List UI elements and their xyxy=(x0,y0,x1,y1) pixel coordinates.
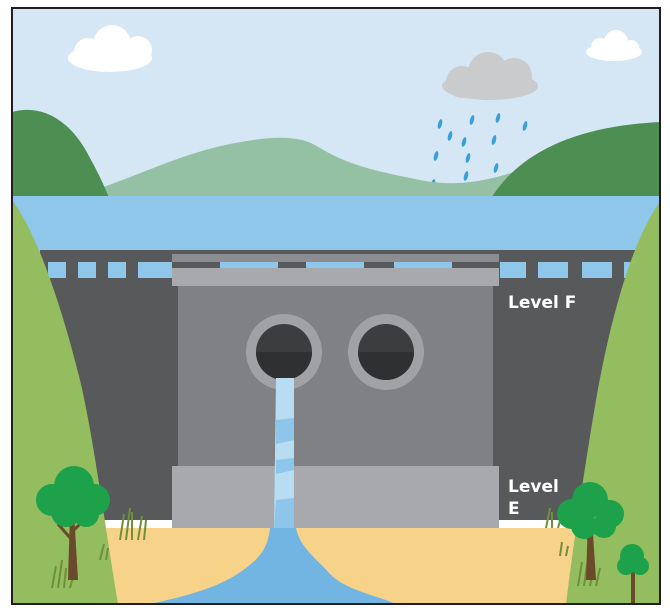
water-jet xyxy=(274,378,294,530)
sand xyxy=(12,528,660,604)
level-f-label: Level F xyxy=(508,293,577,313)
crest-openings xyxy=(48,262,638,278)
diagram-frame xyxy=(11,7,661,605)
cloud-right xyxy=(586,30,642,61)
spillway-lower xyxy=(172,466,499,528)
level-e-label: Level E xyxy=(508,477,559,519)
cloud-left xyxy=(68,25,152,72)
rain-cloud xyxy=(442,52,538,100)
spillway-upper xyxy=(178,286,493,466)
water-jet-stripes xyxy=(274,418,294,530)
hill-left-dark xyxy=(12,109,110,200)
reservoir xyxy=(12,196,660,256)
mountain xyxy=(60,137,620,200)
spillway-slots xyxy=(220,262,452,268)
hill-right-dark xyxy=(490,122,660,200)
tree-right xyxy=(557,482,624,580)
tree-left xyxy=(36,466,110,580)
outlet-pipe-left xyxy=(246,314,322,390)
spillway-cap xyxy=(172,254,499,262)
spillway-lip xyxy=(172,268,499,286)
outlet-pipe-right xyxy=(348,314,424,390)
tree-small-right xyxy=(617,544,649,604)
river xyxy=(150,528,396,604)
